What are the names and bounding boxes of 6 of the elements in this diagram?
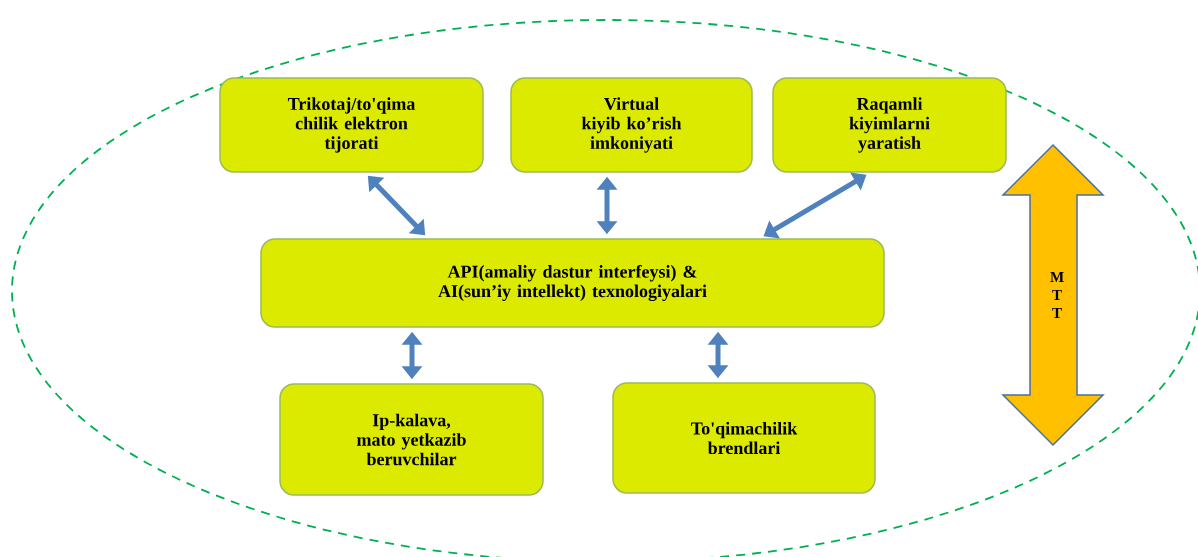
process-box: API(amaliy dastur interfeysi) & AI(sun’iy intellekt) texnologiyalari (260, 238, 885, 328)
process-box: Ip-kalava, mato yetkazib beruvchilar (279, 383, 544, 496)
process-box: Raqamli kiyimlarni yaratish (772, 77, 1007, 173)
process-box: Trikotaj/to'qima chilik elektron tijorati (219, 77, 484, 173)
process-box: To'qimachilik brendlari (612, 382, 876, 494)
process-box: Virtual kiyib ko’rish imkoniyati (510, 77, 753, 173)
